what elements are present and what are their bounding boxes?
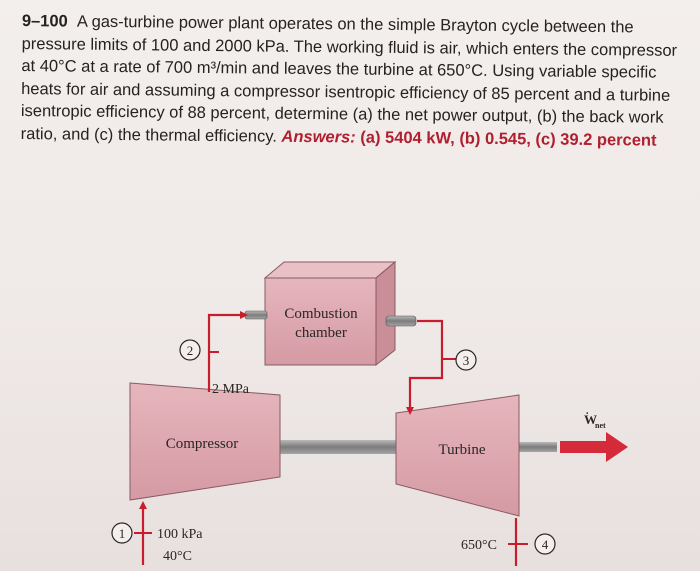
wnet-symbol: W — [584, 412, 597, 427]
chamber-outlet-pipe — [385, 315, 417, 327]
state-2-marker: 2 — [179, 339, 201, 361]
state-4-marker: 4 — [534, 533, 556, 555]
state-1-number: 1 — [119, 526, 126, 541]
combustion-chamber — [263, 260, 397, 367]
wnet-subscript: net — [595, 421, 606, 430]
shaft — [270, 440, 400, 454]
pressure-high-label: 2 MPa — [212, 382, 250, 397]
inlet-pressure-label: 100 kPa — [157, 527, 203, 542]
duct-3 — [406, 319, 444, 415]
compressor-label: Compressor — [166, 436, 239, 452]
combustion-label-line1: Combustion — [284, 306, 358, 322]
turbine-exit-temperature-label: 650°C — [461, 538, 497, 553]
turbine-label: Turbine — [439, 442, 486, 458]
state-4-number: 4 — [542, 537, 549, 552]
turbine — [395, 394, 520, 517]
chamber-inlet-pipe — [244, 310, 268, 320]
state-3-number: 3 — [463, 353, 470, 368]
state-2-number: 2 — [187, 343, 194, 358]
wnet-arrow — [560, 432, 628, 462]
wnet-dot: . — [586, 406, 589, 417]
duct-2 — [207, 311, 248, 392]
state-1-marker: 1 — [111, 522, 133, 544]
state-3-marker: 3 — [455, 349, 477, 371]
shaft-stub — [517, 442, 557, 452]
inlet-temperature-label: 40°C — [163, 549, 192, 564]
compressor — [129, 382, 281, 501]
combustion-label-line2: chamber — [295, 325, 347, 341]
